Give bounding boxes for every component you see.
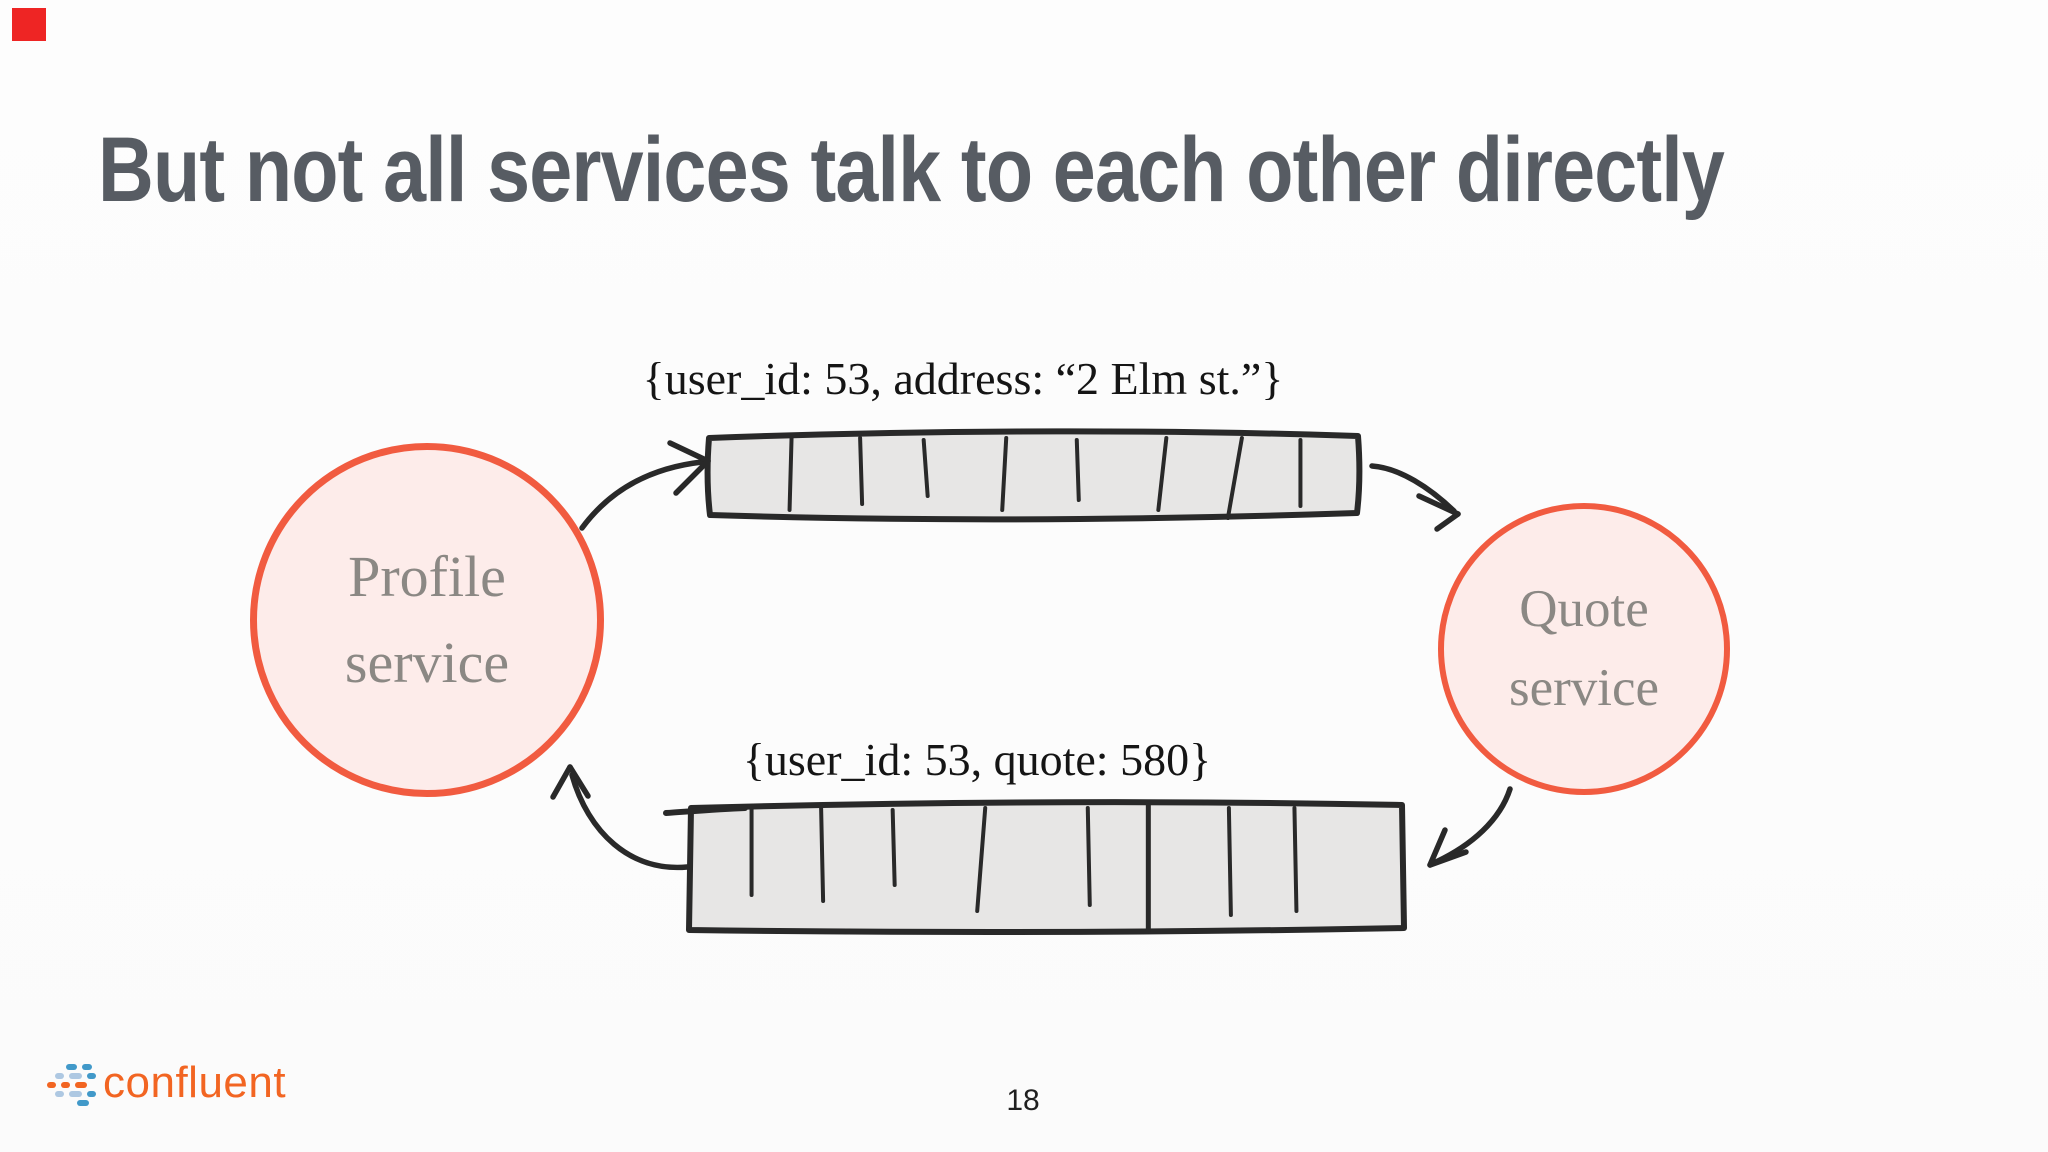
topic-bottom (686, 799, 1407, 936)
logo-dash (69, 1091, 82, 1097)
logo-dash (87, 1091, 96, 1097)
node-profile-service: Profile service (250, 443, 604, 797)
topic-top-partitions (787, 436, 1303, 520)
slide-title: But not all services talk to each other … (98, 118, 1725, 221)
logo-dash (82, 1064, 92, 1070)
confluent-logo-icon (46, 1064, 96, 1106)
logo-dash (61, 1082, 70, 1088)
arrow-profile-to-top-topic (579, 440, 711, 531)
page-number: 18 (1006, 1084, 1040, 1117)
logo-dash (47, 1082, 56, 1088)
logo-dash (87, 1073, 96, 1079)
node-label-line: Profile (348, 544, 506, 609)
message-bottom: {user_id: 53, quote: 580} (742, 734, 1212, 785)
logo-dash (77, 1100, 89, 1106)
arrow-quote-to-bottom-topic (1427, 786, 1513, 868)
logo-dash (55, 1091, 64, 1097)
confluent-logo: confluent (46, 1058, 286, 1108)
logo-dash (55, 1073, 64, 1079)
arrow-bottom-topic-to-profile (550, 764, 690, 871)
arrow-top-topic-to-quote (1369, 463, 1461, 532)
node-label-line: service (1508, 659, 1660, 717)
topic-bottom-partitions (749, 801, 1299, 934)
node-quote-service: Quote service (1438, 503, 1730, 795)
topic-top (704, 428, 1363, 523)
message-top: {user_id: 53, address: “2 Elm st.”} (642, 353, 1284, 404)
topic-bottom-overshoot (663, 805, 748, 816)
node-label-line: service (344, 630, 510, 695)
logo-dash (75, 1082, 87, 1088)
recording-indicator (12, 8, 46, 41)
confluent-wordmark: confluent (103, 1058, 287, 1107)
logo-dash (69, 1073, 82, 1079)
logo-dash (66, 1064, 77, 1070)
node-label-line: Quote (1519, 580, 1649, 638)
